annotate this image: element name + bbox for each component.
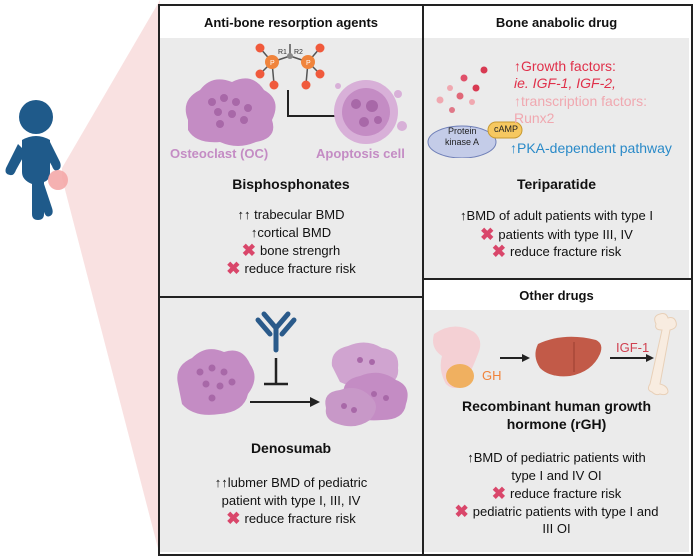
protein-kinase-label-1: Protein (448, 126, 477, 136)
bisphosphonates-title: Bisphosphonates (232, 176, 350, 192)
bisphosphonates-line-2: ↑cortical BMD (250, 225, 332, 240)
outer-frame (158, 4, 693, 556)
knee-highlight (48, 170, 68, 190)
teriparatide-line-1: ↑BMD of adult patients with type I (460, 208, 653, 223)
left-horizontal-divider (158, 296, 424, 298)
growth-factor-particles (436, 66, 488, 113)
growth-factors-line-2: ie. IGF-1, IGF-2, (514, 75, 616, 91)
transcription-line-2: Runx2 (514, 110, 555, 126)
denosumab-line-2: patient with type I, III, IV (221, 493, 361, 508)
osteoclast-cell (185, 78, 276, 146)
panel-anti-resorption (160, 38, 422, 296)
apoptosis-label: Apoptosis cell (316, 146, 405, 161)
panel-anabolic (424, 38, 689, 278)
svg-text:P: P (306, 60, 311, 67)
rgh-title-2: hormone (rGH) (506, 416, 607, 432)
zoom-funnel (62, 0, 160, 556)
header-anabolic: Bone anabolic drug (424, 6, 689, 38)
bisphosphonates-line-1: ↑↑ trabecular BMD (237, 207, 345, 222)
igf-1-label: IGF-1 (616, 340, 650, 355)
pituitary-gland-icon (433, 326, 481, 388)
cross-mark-icon: ✖ (491, 484, 506, 503)
rgh-line-2: type I and IV OI (511, 468, 602, 483)
denosumab-title: Denosumab (250, 440, 332, 456)
panel-denosumab (160, 298, 422, 552)
liver-icon (535, 336, 602, 377)
cross-mark-icon: ✖ (226, 259, 241, 278)
teriparatide-illustration (427, 66, 523, 158)
right-horizontal-divider (422, 278, 691, 280)
transcription-line-1: ↑transcription factors: (514, 93, 648, 109)
growth-factors-line-1: ↑Growth factors: (514, 58, 616, 74)
teriparatide-line-3: ✖reduce fracture risk (491, 242, 622, 261)
teriparatide-line-2: ✖patients with type III, IV (480, 225, 633, 244)
protein-kinase-a-icon (427, 125, 497, 158)
child-funnel-illustration (5, 0, 160, 556)
rgh-line-3: ✖reduce fracture risk (491, 484, 622, 503)
bisphosphonates-line-4: ✖reduce fracture risk (226, 259, 356, 278)
camp-icon (487, 121, 523, 139)
inhibition-symbol (264, 358, 288, 386)
rgh-illustration (433, 313, 677, 396)
cross-mark-icon: ✖ (226, 509, 241, 528)
teriparatide-title: Teriparatide (516, 176, 597, 192)
cross-mark-icon: ✖ (454, 502, 469, 521)
svg-text:R1: R1 (278, 49, 287, 56)
cross-mark-icon: ✖ (241, 241, 256, 260)
rgh-line-1: ↑BMD of pediatric patients with (467, 450, 646, 465)
bisphosphonate-molecule: P P R1 R2 (255, 43, 325, 90)
antibody-icon (255, 311, 297, 353)
denosumab-line-1: ↑↑lubmer BMD of pediatric (214, 475, 368, 490)
header-other-drugs: Other drugs (424, 280, 689, 310)
svg-text:R2: R2 (294, 49, 303, 56)
osteoclast-label: Osteoclast (OC) (170, 146, 269, 161)
child-icon (5, 100, 61, 220)
osteoclast-cell (177, 349, 255, 415)
svg-text:P: P (270, 60, 275, 67)
cross-mark-icon: ✖ (480, 225, 495, 244)
gh-label: GH (482, 368, 502, 383)
bone-icon (647, 313, 677, 396)
header-anti-resorption: Anti-bone resorption agents (160, 6, 422, 38)
denosumab-line-3: ✖reduce fracture risk (226, 509, 356, 528)
bisphosphonate-illustration: P P R1 R2 (185, 43, 407, 146)
camp-label: cAMP (494, 124, 519, 134)
rgh-title-1: Recombinant human growth (462, 398, 651, 414)
rgh-line-4: ✖pediatric patients with type I and (454, 502, 659, 521)
rgh-line-5: III OI (542, 521, 571, 536)
osteoclast-to-apoptosis-arrow (287, 90, 346, 117)
pka-pathway-label: ↑PKA-dependent pathway (510, 140, 672, 156)
resting-osteoclast-cells (325, 342, 408, 427)
protein-kinase-label-2: kinase A (445, 137, 480, 147)
cross-mark-icon: ✖ (491, 242, 506, 261)
apoptosis-cell (334, 80, 407, 144)
bisphosphonates-line-3: ✖bone strengrh (241, 241, 341, 260)
denosumab-illustration (177, 311, 408, 427)
